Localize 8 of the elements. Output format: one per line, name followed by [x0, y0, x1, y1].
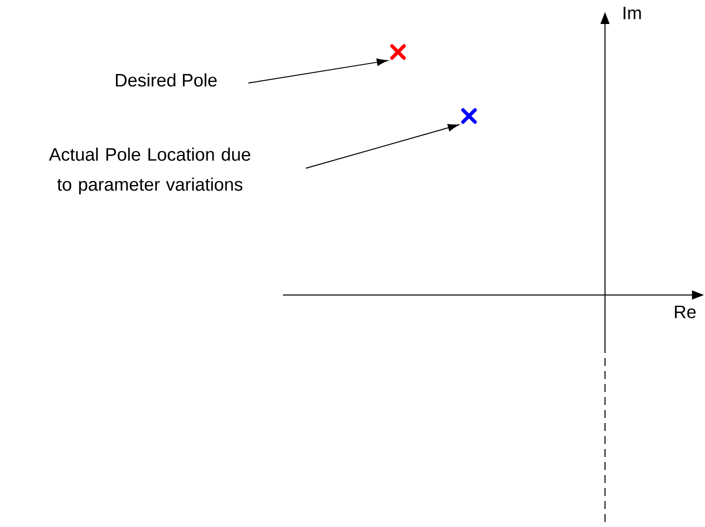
text-label: Actual Pole Location due to parameter variations: [48, 148, 250, 194]
pole-cross: [461, 108, 477, 124]
axis-label: Re: [674, 306, 696, 318]
text-label: Desired Pole: [116, 73, 217, 87]
arrow: [248, 58, 388, 84]
axis-label: Im: [624, 6, 641, 20]
pole-cross: [390, 44, 406, 60]
arrow: [305, 124, 459, 169]
